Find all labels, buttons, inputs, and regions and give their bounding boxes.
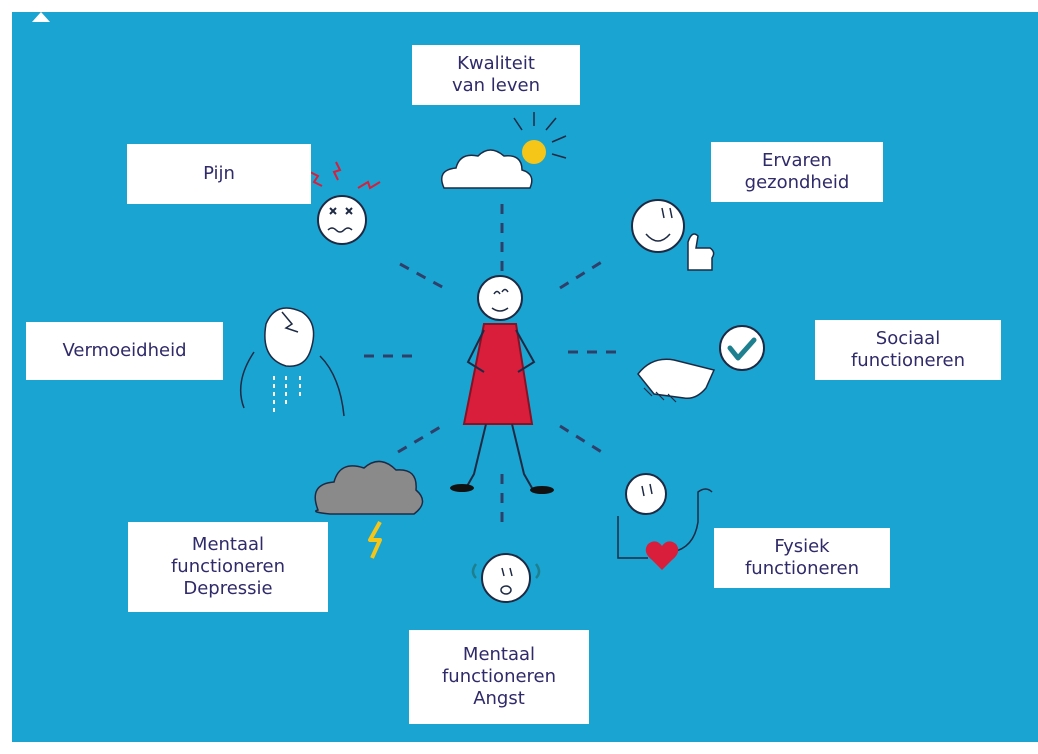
label-fysiek-functioneren: Fysiek functioneren xyxy=(714,528,890,588)
label-kwaliteit-van-leven: Kwaliteit van leven xyxy=(412,45,580,105)
label-pijn: Pijn xyxy=(127,144,311,204)
anxious-face-icon xyxy=(471,553,541,603)
storm-cloud-icon xyxy=(314,460,424,559)
tired-person-icon xyxy=(239,307,345,417)
label-mentaal-functioneren-depressie: Mentaal functioneren Depressie xyxy=(128,522,328,612)
flexing-arm-heart-icon xyxy=(617,473,713,570)
cloud-sun-icon xyxy=(441,112,567,189)
label-ervaren-gezondheid: Ervaren gezondheid xyxy=(711,142,883,202)
corner-marker xyxy=(32,12,50,22)
pain-face-icon xyxy=(309,161,381,245)
connector-lines xyxy=(364,204,624,530)
label-mentaal-functioneren-angst: Mentaal functioneren Angst xyxy=(409,630,589,724)
handshake-check-icon xyxy=(637,325,765,403)
connector-top-left xyxy=(399,262,445,290)
label-sociaal-functioneren: Sociaal functioneren xyxy=(815,320,1001,380)
thumbs-up-smiley-icon xyxy=(631,199,715,271)
connector-bottom-right xyxy=(559,424,609,458)
diagram-canvas: Kwaliteit van leven Pijn Ervaren gezondh… xyxy=(12,12,1038,742)
connector-top-right xyxy=(559,256,609,290)
connector-bottom-left xyxy=(397,424,443,454)
label-vermoeidheid: Vermoeidheid xyxy=(26,322,223,380)
central-person-icon xyxy=(450,275,554,494)
illustration-layer xyxy=(239,112,765,603)
